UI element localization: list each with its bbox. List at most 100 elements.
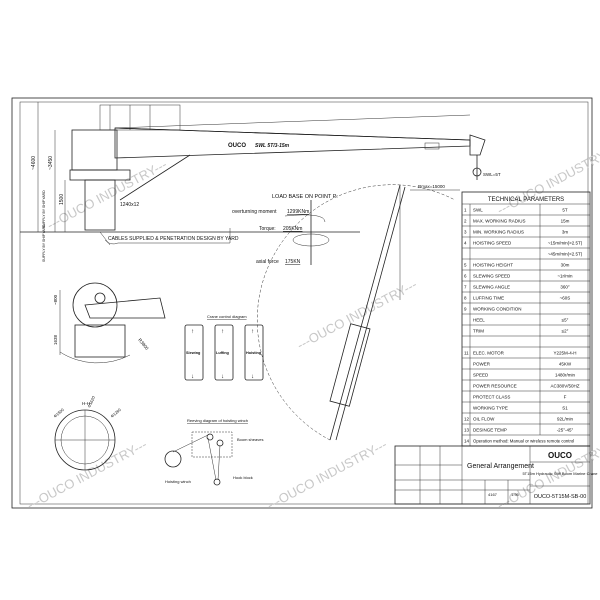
crane-plan-view: ~800 1638 R3800 H-H Φ1500 Φ1620 Φ1260 xyxy=(52,282,166,471)
param-no: 2 xyxy=(464,219,467,224)
svg-text:↓: ↓ xyxy=(251,374,254,380)
svg-text:SUPPLY BY SHIPYARD: SUPPLY BY SHIPYARD xyxy=(42,224,46,262)
watermark: ---OUCO INDUSTRY--- xyxy=(264,437,389,513)
param-no: 11 xyxy=(464,351,469,356)
param-value: ~15m/min(>2.5T) xyxy=(548,241,583,246)
railing xyxy=(99,104,181,131)
svg-text:Φ1260: Φ1260 xyxy=(109,407,122,419)
operation-method: Operation method: Manual or wireless rem… xyxy=(473,439,574,444)
param-value: ≤2° xyxy=(562,329,569,334)
svg-text:SWL=5T: SWL=5T xyxy=(483,172,501,177)
param-name: POWER RESOURCE xyxy=(473,384,517,389)
svg-text:Luffing: Luffing xyxy=(216,351,230,355)
svg-text:175KN: 175KN xyxy=(285,259,301,265)
param-value: ~1r/min xyxy=(557,274,573,279)
param-no: 14 xyxy=(464,439,470,444)
reeving-diagram: Reeving diagram of hoisting winch Boom s… xyxy=(164,418,263,486)
param-no: 7 xyxy=(464,285,467,290)
param-value: AC380V/50HZ xyxy=(550,384,579,389)
param-value: F xyxy=(564,395,567,400)
svg-text:↑: ↑ xyxy=(191,329,194,335)
drawing-frame xyxy=(11,97,593,509)
crane-control-diagram: Crane control diagram Slewing Luffing Ho… xyxy=(184,314,264,381)
param-value: ≤5° xyxy=(562,318,569,323)
load-annotations: LOAD BASE ON POINT P: overturning moment… xyxy=(232,194,338,265)
svg-text:1299KNm: 1299KNm xyxy=(287,209,309,215)
boom xyxy=(114,127,471,159)
param-value: 45KW xyxy=(559,362,572,367)
param-no: 4 xyxy=(464,241,467,246)
lever-hoisting: Hoisting xyxy=(244,324,264,381)
param-no: 5 xyxy=(464,263,467,268)
param-value: ~60S xyxy=(560,296,571,301)
svg-text:Torque:: Torque: xyxy=(259,226,276,232)
svg-text:Reeving diagram of hoisting wi: Reeving diagram of hoisting winch xyxy=(187,418,248,423)
param-name: HEEL xyxy=(473,318,485,323)
param-value: Y225M-4-H xyxy=(553,351,576,356)
param-value: 92L/min xyxy=(557,417,574,422)
svg-text:Φ1500: Φ1500 xyxy=(52,407,65,419)
param-name: PROTECT CLASS xyxy=(473,395,510,400)
boom-label: SWL 5T/3-15m xyxy=(255,143,290,149)
svg-text:SUPPLY BY SHIPYARD: SUPPLY BY SHIPYARD xyxy=(42,190,46,228)
ouco-logo: OUCO xyxy=(548,451,572,460)
param-name: ELEC. MOTOR xyxy=(473,351,505,356)
drawing-number: OUCO-5T15M-SB-00 xyxy=(534,494,587,500)
svg-text:1638: 1638 xyxy=(53,334,58,345)
param-name: SLEWING SPEED xyxy=(473,274,511,279)
param-name: WORKING TYPE xyxy=(473,406,508,411)
weight: 4167 xyxy=(488,492,498,497)
param-name: SLEWING ANGLE xyxy=(473,285,510,290)
param-value: 15m xyxy=(561,219,570,224)
table-title: TECHNICAL PARAMETERS xyxy=(488,197,564,203)
scale: 1:95 xyxy=(511,492,520,497)
svg-text:~3450: ~3450 xyxy=(48,156,54,170)
param-no: 1 xyxy=(464,208,467,213)
crane-house xyxy=(71,129,118,171)
param-name: WORKING CONDITION xyxy=(473,307,522,312)
param-name: DESINGE TEMP xyxy=(473,428,507,433)
cables-note: CABLES SUPPLIED & PENETRATION DESIGN BY … xyxy=(108,236,239,242)
svg-text:~4600: ~4600 xyxy=(31,156,37,170)
svg-text:↓: ↓ xyxy=(191,374,194,380)
param-value: 5T xyxy=(562,208,568,213)
svg-text:Rmax=15000: Rmax=15000 xyxy=(418,184,445,189)
param-value: 30m xyxy=(561,263,570,268)
param-no: 13 xyxy=(464,428,470,433)
svg-text:Hoisting: Hoisting xyxy=(246,351,262,355)
svg-text:↑: ↑ xyxy=(221,329,224,335)
title-block: General Arrangement OUCO 5T15m Hydraulic… xyxy=(394,445,598,505)
svg-text:Hoisting winch: Hoisting winch xyxy=(165,479,191,484)
param-name: SPEED xyxy=(473,373,489,378)
crane-side-elevation: SWL=5T OUCO SWL 5T/3-15m ~4600 ~3450 150… xyxy=(20,102,501,262)
svg-text:Slewing: Slewing xyxy=(186,351,201,355)
drawing-title: General Arrangement xyxy=(467,463,534,470)
svg-text:overturning moment: overturning moment xyxy=(232,209,277,215)
param-name: SWL xyxy=(473,208,483,213)
lever-luffing: Luffing xyxy=(214,324,234,381)
svg-text:Hook block: Hook block xyxy=(233,475,253,480)
param-value: 3m xyxy=(562,230,569,235)
svg-text:~800: ~800 xyxy=(53,294,58,305)
param-name: TRIM xyxy=(473,329,484,334)
param-no: 12 xyxy=(464,417,470,422)
param-value: S1 xyxy=(562,406,568,411)
svg-text:↓: ↓ xyxy=(221,374,224,380)
luffing-range-view: Rmax=15000 xyxy=(256,184,460,441)
param-name: POWER xyxy=(473,362,491,367)
svg-text:axial force: axial force xyxy=(256,259,279,265)
param-name: MIN. WORKING RADIUS xyxy=(473,230,524,235)
param-name: OIL FLOW xyxy=(473,417,495,422)
watermark: ---OUCO INDUSTRY--- xyxy=(494,142,600,218)
param-name: LUFFING TIME xyxy=(473,296,504,301)
param-value: ~45m/min(<2.5T) xyxy=(548,252,583,257)
boom-logo: OUCO xyxy=(228,143,246,149)
svg-text:R3800: R3800 xyxy=(137,337,150,351)
param-name: HOISTING HEIGHT xyxy=(473,263,513,268)
svg-text:Φ1620: Φ1620 xyxy=(86,395,96,409)
svg-text:H-H: H-H xyxy=(82,401,90,406)
svg-text:Crane control diagram: Crane control diagram xyxy=(207,314,247,319)
svg-text:Boom sheaves: Boom sheaves xyxy=(237,437,263,442)
